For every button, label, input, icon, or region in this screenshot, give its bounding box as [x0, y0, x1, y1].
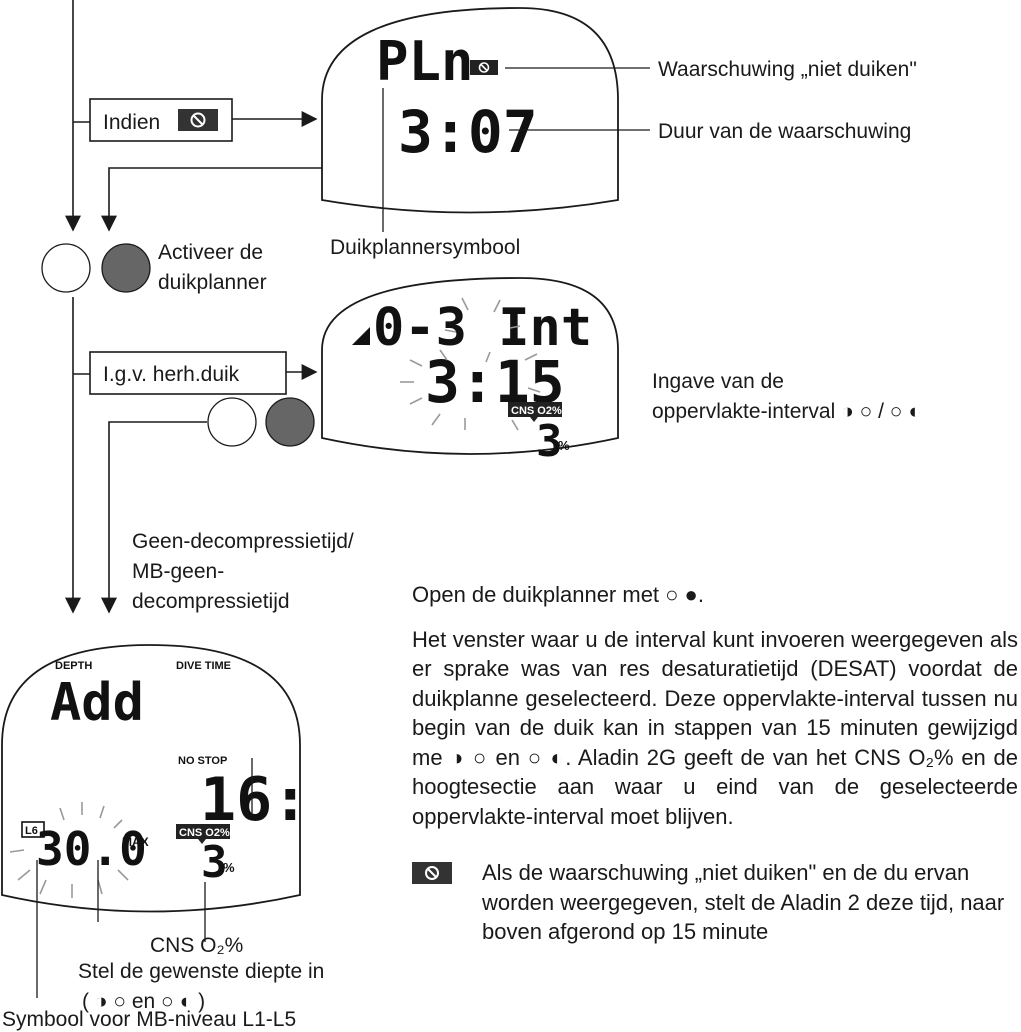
display-add: Add: [50, 673, 144, 733]
warning-note: Als de waarschuwing „niet duiken" en de …: [412, 858, 1018, 947]
cns-tag-pointer: [530, 417, 538, 422]
depth-blink-rays: [9, 802, 129, 898]
explanation-paragraph: Het venster waar u de interval kunt invo…: [412, 626, 1018, 829]
open-planner-line: Open de duikplanner met ○ ●.: [412, 582, 704, 607]
indien-box: Indien: [89, 98, 233, 142]
screen-dive-planner: DEPTH DIVE TIME Add NO STOP 16: CNS O2% …: [1, 644, 308, 913]
callout-depth-2: ( ◑ ○ en ○ ◐ ): [82, 990, 205, 1013]
callout-ndl-2: MB-geen-: [132, 560, 224, 583]
screen-plan-warning: PLn 3:07: [321, 7, 619, 214]
cns-tag-bg: [508, 402, 562, 417]
depth-label: DEPTH: [55, 660, 92, 672]
display-cns-unit: %: [558, 438, 570, 453]
no-stop-label: NO STOP: [178, 755, 227, 767]
altitude-triangle-icon: [352, 327, 370, 345]
cns-tag-label-2: CNS O2%: [179, 827, 230, 839]
callout-ndl-3: decompressietijd: [132, 590, 290, 613]
herh-duik-label: I.g.v. herh.duik: [103, 363, 240, 386]
callout-planner-symbol: Duikplannersymbool: [330, 236, 520, 259]
display-depth-value: 30.0: [36, 822, 147, 876]
explanation-text: Open de duikplanner met ○ ●. Het venster…: [412, 580, 1018, 947]
mb-level-text: L6: [25, 825, 38, 837]
max-label: MAX: [122, 835, 149, 849]
cns-tag-bg-2: [176, 824, 230, 839]
warning-note-text: Als de waarschuwing „niet duiken" en de …: [482, 860, 1005, 944]
button-dark-icon: [101, 243, 151, 293]
no-dive-icon-display: [470, 60, 498, 75]
mb-level-icon: L6: [21, 821, 45, 838]
left-flow: [65, 0, 322, 614]
display-no-stop-value: 16:: [200, 765, 308, 835]
button-white-icon: [41, 243, 91, 293]
callout-cns: CNS O₂%: [150, 934, 243, 957]
callout-depth-1: Stel de gewenste diepte in: [78, 960, 324, 983]
screen1-callout-lines: [382, 67, 650, 232]
blink-rays: [400, 297, 541, 431]
button-dark-icon-2: [265, 397, 315, 447]
display-interval-label: 0-3 Int: [373, 298, 592, 358]
callout-mb-level: Symbool voor MB-niveau L1-L5: [2, 1008, 296, 1031]
indien-label: Indien: [103, 111, 160, 134]
display-cns-value-2: 3: [201, 837, 228, 888]
display-pln: PLn: [376, 30, 474, 93]
callout-interval-2: oppervlakte-interval ◑ ○ / ○ ◐: [652, 400, 921, 423]
callout-interval-1: Ingave van de: [652, 370, 784, 393]
herh-duik-box: I.g.v. herh.duik: [89, 351, 287, 395]
screen-interval-input: 0-3 Int 3:15 CNS O2% 3 %: [321, 277, 619, 467]
activeer-label-1: Activeer de: [158, 241, 263, 264]
dive-time-label: DIVE TIME: [176, 660, 231, 672]
activeer-label-2: duikplanner: [158, 271, 267, 294]
display-cns-unit-2: %: [223, 860, 235, 875]
button-white-icon-2: [207, 397, 257, 447]
callout-duration: Duur van de waarschuwing: [658, 120, 911, 143]
display-cns-value: 3: [536, 416, 563, 467]
cns-tag-label: CNS O2%: [511, 405, 562, 417]
callout-warning: Waarschuwing „niet duiken": [658, 58, 917, 81]
display-warning-time: 3:07: [398, 98, 538, 166]
callout-ndl-1: Geen-decompressietijd/: [132, 530, 354, 553]
cns-tag-pointer-2: [198, 839, 206, 844]
no-dive-icon: [412, 862, 452, 884]
screen3-callout-lines: [36, 758, 253, 998]
no-dive-icon: [178, 109, 218, 131]
